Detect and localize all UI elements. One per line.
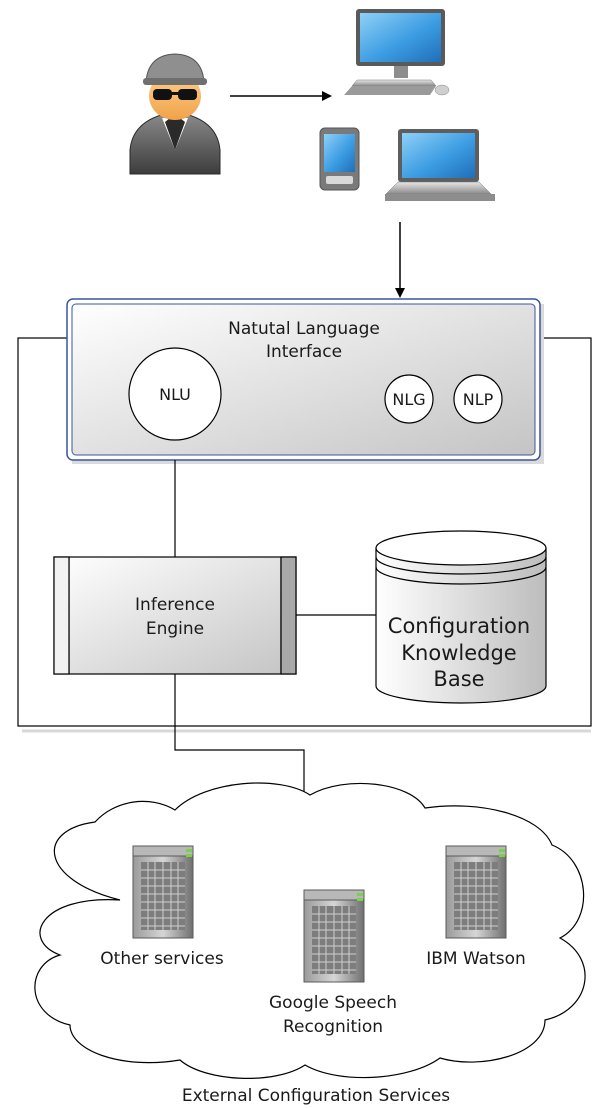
spy-user-icon: [129, 53, 221, 175]
google-speech-label-line2: Recognition: [283, 1017, 383, 1037]
ibm-watson-server-icon: [445, 845, 507, 939]
nlp-node: NLP: [453, 374, 503, 424]
external-services-caption: External Configuration Services: [182, 1086, 450, 1106]
laptop-icon: [385, 129, 495, 201]
desktop-computer-icon: [344, 9, 450, 96]
engine-to-cloud-connector: [174, 674, 305, 795]
interface-title-line2: Interface: [266, 342, 342, 362]
other-services-label: Other services: [100, 949, 224, 969]
nlu-node: NLU: [128, 347, 222, 441]
interface-title-line1: Natutal Language: [228, 319, 380, 339]
nlg-label: NLG: [392, 390, 425, 409]
engine-label-line1: Inference: [135, 595, 215, 615]
ibm-watson-label: IBM Watson: [426, 949, 526, 969]
nlu-label: NLU: [159, 385, 191, 404]
inference-engine-box: Inference Engine: [53, 556, 297, 675]
google-speech-label-line1: Google Speech: [269, 993, 397, 1013]
engine-label-line2: Engine: [146, 619, 204, 639]
knowledge-base-line1: Configuration: [388, 614, 530, 638]
nlp-label: NLP: [463, 390, 494, 409]
google-speech-server-icon: [303, 889, 365, 983]
knowledge-base-database: Configuration Knowledge Base: [375, 530, 547, 704]
nlg-node: NLG: [384, 374, 434, 424]
knowledge-base-line3: Base: [433, 667, 484, 691]
other-services-server-icon: [132, 845, 194, 939]
mobile-phone-icon: [319, 127, 360, 191]
knowledge-base-line2: Knowledge: [401, 641, 516, 665]
